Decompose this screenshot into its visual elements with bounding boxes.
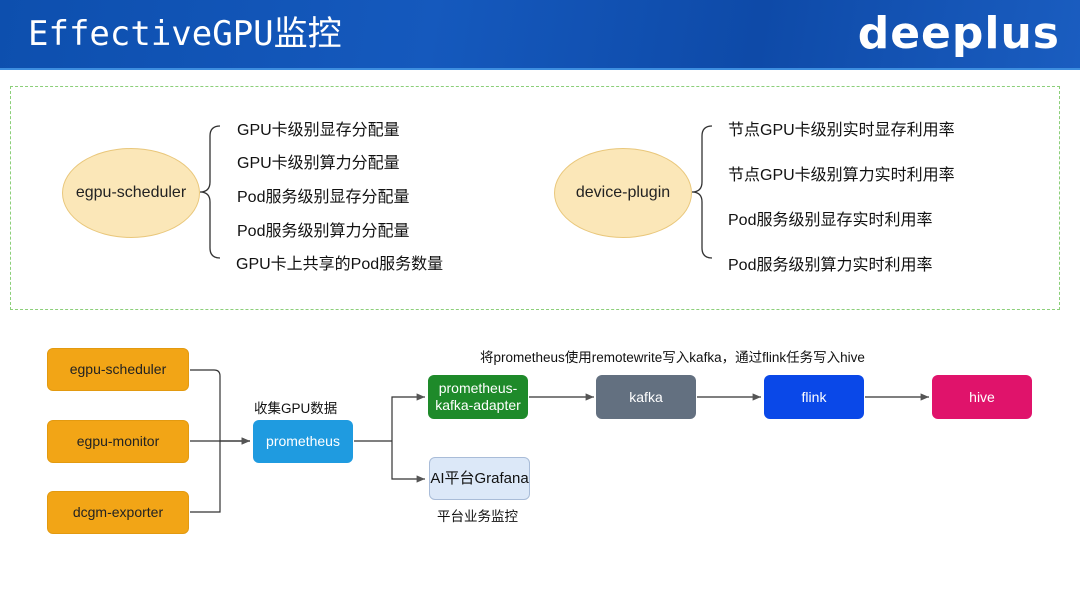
prometheus-kafka-adapter-node: prometheus-kafka-adapter — [428, 375, 528, 419]
scheduler-brace — [199, 125, 221, 259]
edge-scheduler-prometheus — [190, 369, 250, 445]
collect-gpu-data-label: 收集GPU数据 — [254, 401, 338, 416]
scheduler-metric: GPU卡级别显存分配量 — [237, 122, 400, 139]
scheduler-metric: GPU卡级别算力分配量 — [237, 155, 400, 172]
pipeline-label: 将prometheus使用remotewrite写入kafka，通过flink任… — [480, 350, 865, 365]
device-plugin-metric: 节点GPU卡级别算力实时利用率 — [728, 167, 955, 184]
device-plugin-ellipse: device-plugin — [554, 148, 692, 238]
egpu-scheduler-ellipse: egpu-scheduler — [62, 148, 200, 238]
edge-to-adapter — [391, 393, 425, 441]
scheduler-metric: Pod服务级别算力分配量 — [237, 223, 410, 240]
device-plugin-brace — [691, 125, 713, 259]
scheduler-metric: Pod服务级别显存分配量 — [237, 189, 410, 206]
source-egpu-scheduler: egpu-scheduler — [47, 348, 189, 391]
deeplus-logo: deeplus — [857, 8, 1060, 59]
device-plugin-metric: Pod服务级别显存实时利用率 — [728, 212, 933, 229]
slide-title: EffectiveGPU监控 — [28, 14, 342, 54]
kafka-node: kafka — [596, 375, 696, 419]
device-plugin-metric: 节点GPU卡级别实时显存利用率 — [728, 122, 955, 139]
platform-monitoring-label: 平台业务监控 — [437, 509, 518, 524]
hive-node: hive — [932, 375, 1032, 419]
metrics-panel — [10, 86, 1060, 310]
device-plugin-metric: Pod服务级别算力实时利用率 — [728, 257, 933, 274]
source-dcgm-exporter: dcgm-exporter — [47, 491, 189, 534]
flink-node: flink — [764, 375, 864, 419]
slide-header: EffectiveGPU监控 deeplus — [0, 0, 1080, 70]
source-egpu-monitor: egpu-monitor — [47, 420, 189, 463]
prometheus-node: prometheus — [253, 420, 353, 463]
edge-dcgm-prometheus — [190, 441, 221, 513]
edge-to-grafana — [391, 441, 425, 483]
grafana-node: AI平台Grafana — [429, 457, 530, 500]
scheduler-metric: GPU卡上共享的Pod服务数量 — [236, 256, 444, 273]
